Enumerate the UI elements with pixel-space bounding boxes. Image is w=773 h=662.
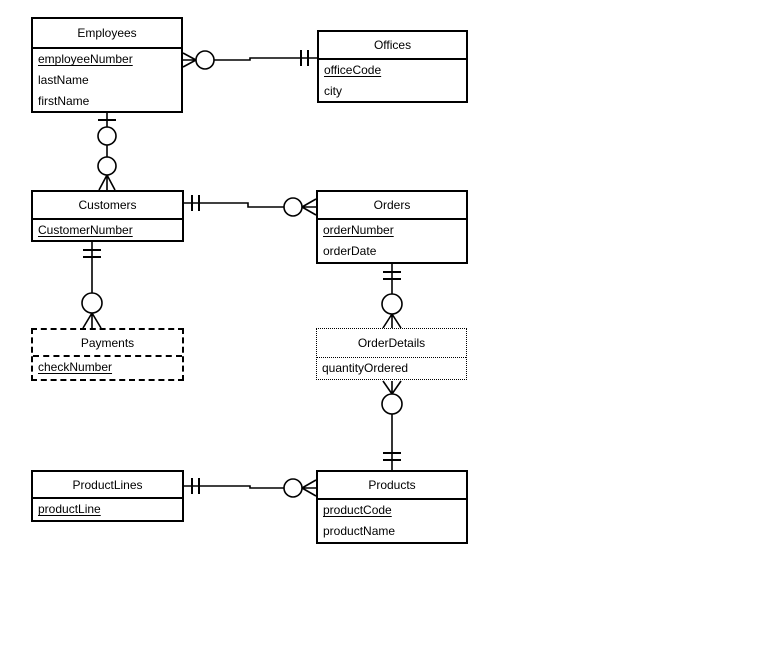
entity-title: ProductLines	[33, 472, 182, 499]
entity-title: Customers	[33, 192, 182, 220]
one-and-only-one-marker	[383, 452, 401, 461]
field-row: orderDate	[318, 241, 466, 262]
field-label: orderNumber	[323, 223, 394, 237]
connector-orders-orderdetails	[381, 264, 403, 329]
field-label: productCode	[323, 503, 392, 517]
zero-or-one-marker	[97, 113, 117, 146]
entity-orderdetails[interactable]: OrderDetails quantityOrdered	[316, 328, 467, 380]
field-row: productLine	[33, 499, 182, 520]
entity-payments[interactable]: Payments checkNumber	[31, 328, 184, 381]
field-label: checkNumber	[38, 360, 113, 374]
entity-products[interactable]: Products productCode productName	[316, 470, 468, 544]
field-label: orderDate	[323, 244, 377, 258]
entity-offices[interactable]: Offices officeCode city	[317, 30, 468, 103]
connector-employees-customers	[97, 113, 117, 191]
field-label: lastName	[38, 73, 89, 87]
entity-customers[interactable]: Customers CustomerNumber	[31, 190, 184, 242]
field-row: firstName	[33, 91, 181, 112]
field-label: city	[324, 84, 342, 98]
field-row: checkNumber	[33, 357, 182, 378]
zero-or-many-marker	[81, 292, 103, 329]
connector-employees-offices	[182, 50, 317, 70]
connector-customers-orders	[184, 195, 317, 217]
entity-orders[interactable]: Orders orderNumber orderDate	[316, 190, 468, 264]
entity-title: OrderDetails	[317, 329, 466, 358]
field-label: quantityOrdered	[322, 361, 409, 375]
one-and-only-one-marker	[191, 195, 200, 211]
zero-or-many-marker	[381, 380, 403, 415]
entity-title: Products	[318, 472, 466, 500]
connector-productlines-products	[184, 478, 317, 498]
field-row: employeeNumber	[33, 49, 181, 70]
zero-or-many-marker	[97, 156, 117, 191]
field-label: firstName	[38, 94, 90, 108]
field-row: CustomerNumber	[33, 220, 182, 241]
zero-or-many-marker	[381, 293, 403, 329]
field-row: lastName	[33, 70, 181, 91]
entity-productlines[interactable]: ProductLines productLine	[31, 470, 184, 522]
zero-or-many-marker	[182, 50, 215, 70]
one-and-only-one-marker	[300, 50, 309, 66]
field-label: employeeNumber	[38, 52, 133, 66]
field-row: officeCode	[319, 60, 466, 81]
zero-or-many-marker	[283, 197, 317, 217]
entity-employees[interactable]: Employees employeeNumber lastName firstN…	[31, 17, 183, 113]
one-and-only-one-marker	[83, 249, 101, 258]
connector-customers-payments	[81, 242, 103, 329]
field-label: officeCode	[324, 63, 382, 77]
zero-or-many-marker	[283, 478, 317, 498]
connector-orderdetails-products	[381, 380, 403, 470]
entity-title: Offices	[319, 32, 466, 60]
entity-title: Payments	[33, 330, 182, 357]
field-row: productCode	[318, 500, 466, 521]
field-row: city	[319, 81, 466, 102]
field-row: orderNumber	[318, 220, 466, 241]
field-label: productLine	[38, 502, 101, 516]
entity-title: Employees	[33, 19, 181, 49]
entity-title: Orders	[318, 192, 466, 220]
field-row: quantityOrdered	[317, 358, 466, 379]
one-and-only-one-marker	[383, 271, 401, 280]
one-and-only-one-marker	[191, 478, 200, 494]
field-label: CustomerNumber	[38, 223, 133, 237]
field-label: productName	[323, 524, 396, 538]
field-row: productName	[318, 521, 466, 542]
